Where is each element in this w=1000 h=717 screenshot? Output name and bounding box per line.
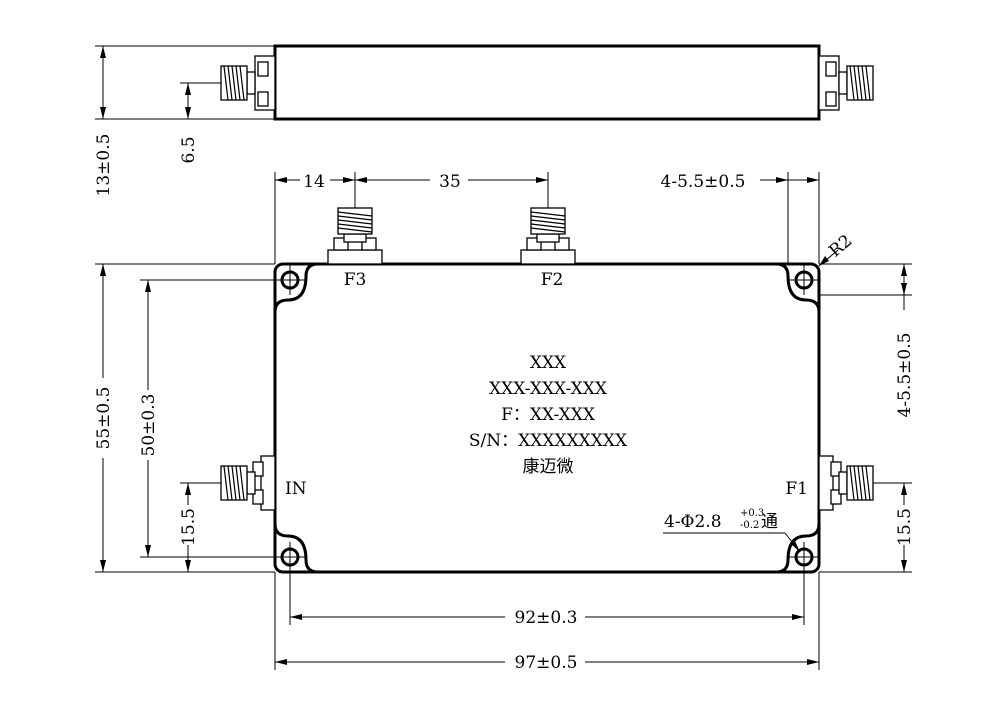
dim-side-connector-label: 6.5 bbox=[179, 136, 199, 163]
connector-in bbox=[220, 455, 276, 511]
dim-hole-offset-right-label: 4-5.5±0.5 bbox=[895, 333, 915, 418]
dim-hole-pitch-horizontal: 92±0.3 bbox=[289, 557, 805, 628]
cavity-outline bbox=[273, 262, 821, 574]
dim-hole-offset-right: 4-5.5±0.5 bbox=[819, 263, 915, 418]
hole-callout-suffix: 通 bbox=[761, 512, 778, 532]
connector-f3 bbox=[327, 207, 383, 265]
dim-port-pitch-2-label: 35 bbox=[439, 172, 461, 192]
dim-hole-pitch-horizontal-label: 92±0.3 bbox=[515, 608, 578, 628]
dim-port-offset-right: 15.5 bbox=[819, 482, 915, 573]
hole-callout-prefix: 4-Φ2.8 bbox=[664, 512, 722, 532]
hole-callout-tol-minus: -0.2 bbox=[740, 520, 759, 531]
dim-port-pitch: 14 35 bbox=[274, 172, 549, 264]
dim-side-height-label: 13±0.5 bbox=[94, 134, 114, 197]
dim-port-pitch-1-label: 14 bbox=[303, 172, 325, 192]
dim-side-height: 13±0.5 bbox=[94, 45, 275, 197]
connector-f2 bbox=[520, 207, 576, 265]
dim-hole-pitch-vertical-label: 50±0.3 bbox=[139, 394, 159, 457]
dim-side-connector: 6.5 bbox=[179, 82, 221, 164]
side-left-connector bbox=[220, 55, 276, 111]
product-label: XXX XXX-XXX-XXX F：XX-XXX S/N：XXXXXXXXX 康… bbox=[469, 353, 628, 477]
mounting-hole-tr bbox=[789, 265, 819, 295]
side-right-connector bbox=[818, 55, 874, 111]
hole-callout: 4-Φ2.8 +0.3 -0.2 通 bbox=[663, 508, 801, 553]
label-line-2: XXX-XXX-XXX bbox=[489, 379, 608, 399]
dim-hole-pitch-vertical: 50±0.3 bbox=[139, 279, 290, 558]
dim-hole-offset-top: 4-5.5±0.5 bbox=[661, 172, 820, 264]
port-label-f3: F3 bbox=[344, 270, 367, 290]
connector-f1 bbox=[818, 455, 874, 511]
dim-width-total-label: 97±0.5 bbox=[515, 653, 578, 673]
hole-callout-tol-plus: +0.3 bbox=[740, 508, 764, 519]
dim-width-total: 97±0.5 bbox=[274, 572, 820, 673]
port-label-in: IN bbox=[285, 479, 307, 499]
dim-corner-radius: R2 bbox=[818, 231, 856, 267]
top-view: F3 F2 IN F1 XXX XXX-XXX-XXX F：XX-XXX S/N… bbox=[94, 172, 915, 673]
label-line-1: XXX bbox=[530, 353, 567, 373]
dim-hole-offset-top-label: 4-5.5±0.5 bbox=[661, 172, 746, 192]
side-view: 13±0.5 6.5 bbox=[94, 44, 874, 197]
port-label-f2: F2 bbox=[541, 270, 564, 290]
label-line-3: F：XX-XXX bbox=[501, 405, 596, 425]
label-line-4: S/N：XXXXXXXXX bbox=[469, 431, 628, 451]
side-view-body bbox=[273, 44, 821, 121]
port-label-f1: F1 bbox=[785, 479, 808, 499]
dim-height-total-label: 55±0.5 bbox=[94, 387, 114, 450]
dim-port-offset-left-label: 15.5 bbox=[179, 508, 199, 546]
dim-height-total: 55±0.5 bbox=[94, 263, 275, 573]
dim-port-offset-left: 15.5 bbox=[179, 482, 221, 572]
label-line-5: 康迈微 bbox=[523, 457, 574, 477]
dim-port-offset-right-label: 15.5 bbox=[895, 508, 915, 546]
